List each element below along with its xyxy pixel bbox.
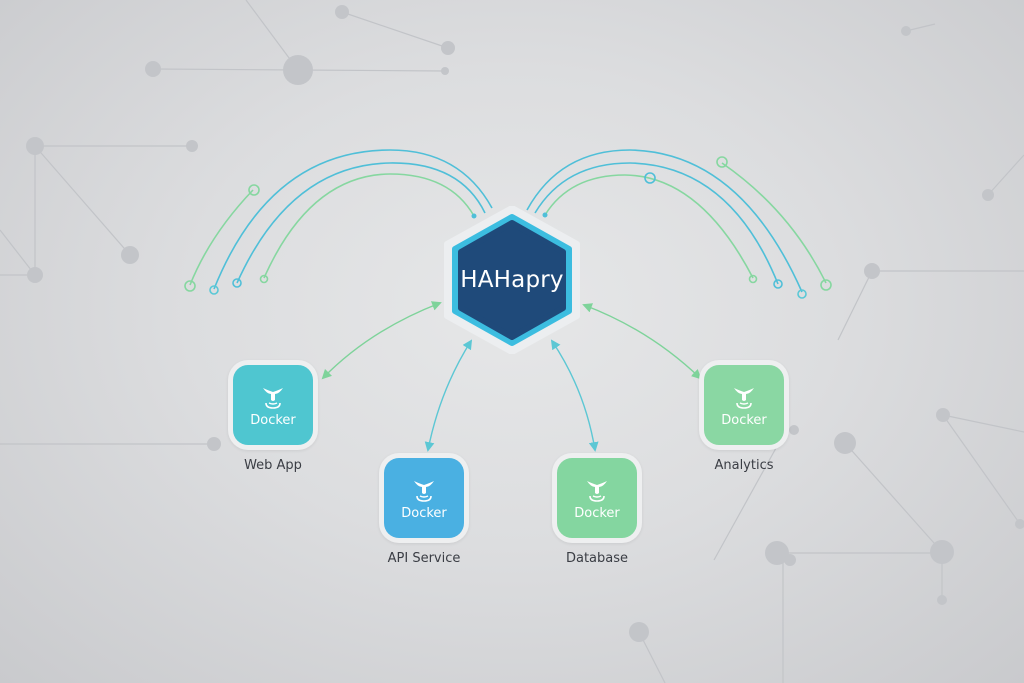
central-hub[interactable]: HAHapry bbox=[441, 206, 583, 354]
edge-hub-web-app bbox=[321, 301, 442, 380]
docker-tile: Docker bbox=[704, 365, 784, 445]
docker-tile: Docker bbox=[557, 458, 637, 538]
docker-tile: Docker bbox=[384, 458, 464, 538]
node-web-app[interactable]: Docker Web App bbox=[228, 360, 318, 473]
docker-tile: Docker bbox=[233, 365, 313, 445]
node-label: Web App bbox=[244, 458, 302, 473]
right-signal-arcs bbox=[526, 149, 827, 293]
left-signal-arcs bbox=[189, 149, 493, 290]
node-frame: Docker bbox=[379, 453, 469, 543]
node-frame: Docker bbox=[228, 360, 318, 450]
edge-hub-api-service bbox=[424, 339, 473, 452]
docker-whale-icon bbox=[734, 388, 754, 409]
hub-title: HAHapry bbox=[460, 267, 564, 293]
docker-whale-icon bbox=[587, 481, 607, 502]
docker-badge-text: Docker bbox=[721, 413, 767, 428]
node-database[interactable]: Docker Database bbox=[552, 453, 642, 566]
docker-badge-text: Docker bbox=[401, 506, 447, 521]
hexagon-shape bbox=[444, 206, 580, 354]
edge-hub-analytics bbox=[582, 303, 702, 380]
docker-badge-text: Docker bbox=[250, 413, 296, 428]
node-api-service[interactable]: Docker API Service bbox=[379, 453, 469, 566]
node-analytics[interactable]: Docker Analytics bbox=[699, 360, 789, 473]
edge-hub-database bbox=[550, 339, 599, 452]
docker-whale-icon bbox=[263, 388, 283, 409]
node-label: Analytics bbox=[714, 458, 774, 473]
docker-whale-icon bbox=[414, 481, 434, 502]
node-frame: Docker bbox=[699, 360, 789, 450]
node-frame: Docker bbox=[552, 453, 642, 543]
node-label: API Service bbox=[387, 551, 461, 566]
node-label: Database bbox=[565, 551, 629, 566]
docker-badge-text: Docker bbox=[574, 506, 620, 521]
